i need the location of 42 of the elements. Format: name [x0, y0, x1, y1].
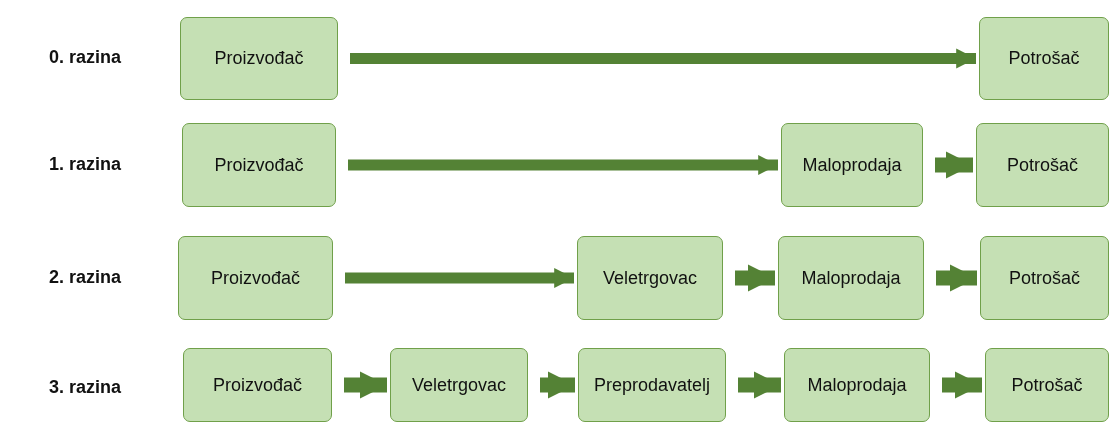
node-label: Proizvođač [210, 267, 300, 289]
node-label: Proizvođač [212, 374, 302, 396]
node-label: Potrošač [1008, 267, 1080, 289]
node-label: Maloprodaja [807, 374, 907, 396]
level-label: 0. razina [47, 47, 122, 68]
process-box [980, 236, 1109, 320]
arrow [344, 371, 387, 399]
node-label: Proizvođač [214, 48, 304, 69]
arrow [348, 155, 778, 175]
arrow [350, 48, 976, 69]
node-label: Maloprodaja [802, 154, 902, 176]
process-box [976, 123, 1109, 207]
level-label: 1. razina [47, 154, 122, 175]
node-label: Potrošač [1006, 154, 1078, 176]
process-box [778, 236, 924, 320]
node-label: Veletrgovac [411, 374, 507, 396]
arrow [738, 371, 781, 399]
arrow [540, 371, 575, 399]
process-box [577, 236, 723, 320]
process-box [985, 348, 1109, 422]
node-label: Potrošač [1008, 48, 1080, 69]
level-label: 3. razina [47, 377, 122, 398]
arrow [345, 268, 574, 288]
arrow [942, 371, 982, 399]
process-box [178, 236, 333, 320]
process-box [390, 348, 528, 422]
level-label: 2. razina [47, 267, 122, 288]
node-label: Veletrgovac [602, 267, 698, 289]
node-label: Preprodavatelj [593, 374, 711, 396]
arrow [936, 264, 977, 292]
process-box [182, 123, 336, 207]
node-label: Proizvođač [214, 154, 304, 176]
process-box [784, 348, 930, 422]
arrow [935, 151, 973, 179]
process-box [979, 17, 1109, 100]
arrow [735, 264, 775, 292]
process-box [180, 17, 338, 100]
node-label: Potrošač [1011, 374, 1083, 396]
process-box [183, 348, 332, 422]
process-box [781, 123, 923, 207]
node-label: Maloprodaja [801, 267, 901, 289]
process-box [578, 348, 726, 422]
